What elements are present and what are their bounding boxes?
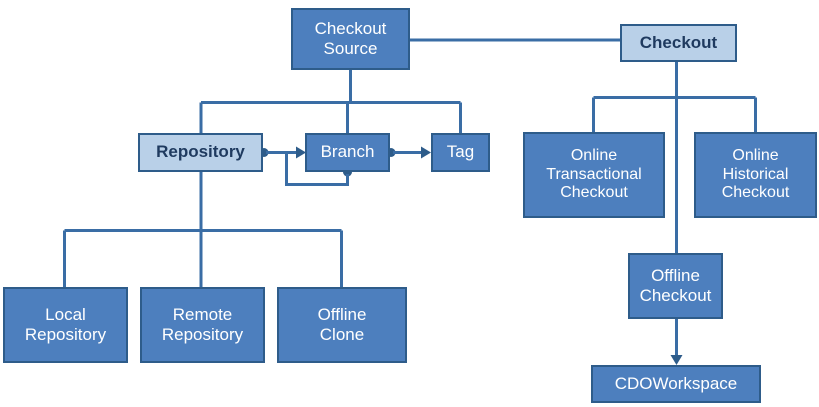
node-remote-repository-label: Remote Repository	[161, 304, 244, 344]
node-repository[interactable]: Repository	[138, 133, 263, 172]
node-branch[interactable]: Branch	[305, 133, 390, 172]
node-cdo-workspace[interactable]: CDOWorkspace	[591, 365, 761, 403]
node-local-repository[interactable]: Local Repository	[3, 287, 128, 363]
node-offline-checkout-label: Offline Checkout	[639, 265, 712, 305]
node-checkout-source-label: Checkout Source	[314, 18, 387, 58]
node-tag-label: Tag	[446, 142, 475, 162]
node-offline-clone[interactable]: Offline Clone	[277, 287, 407, 363]
node-online-transactional-checkout-label: Online Transactional Checkout	[546, 146, 642, 202]
node-checkout-source[interactable]: Checkout Source	[291, 8, 410, 70]
node-tag[interactable]: Tag	[431, 133, 490, 172]
node-branch-label: Branch	[320, 142, 375, 162]
node-checkout-label: Checkout	[639, 32, 718, 52]
node-offline-checkout[interactable]: Offline Checkout	[628, 253, 723, 319]
node-remote-repository[interactable]: Remote Repository	[140, 287, 265, 363]
arrowhead-offline-checkout-to-cdo-workspace	[670, 355, 683, 365]
node-repository-label: Repository	[156, 142, 245, 162]
node-cdo-workspace-label: CDOWorkspace	[614, 373, 738, 393]
node-online-historical-checkout-label: Online Historical Checkout	[721, 146, 790, 202]
node-online-transactional-checkout[interactable]: Online Transactional Checkout	[523, 132, 665, 218]
node-checkout[interactable]: Checkout	[620, 24, 737, 62]
node-offline-clone-label: Offline Clone	[317, 304, 367, 344]
arrowhead-branch-to-tag	[421, 146, 431, 159]
node-local-repository-label: Local Repository	[24, 304, 107, 344]
node-online-historical-checkout[interactable]: Online Historical Checkout	[694, 132, 817, 218]
